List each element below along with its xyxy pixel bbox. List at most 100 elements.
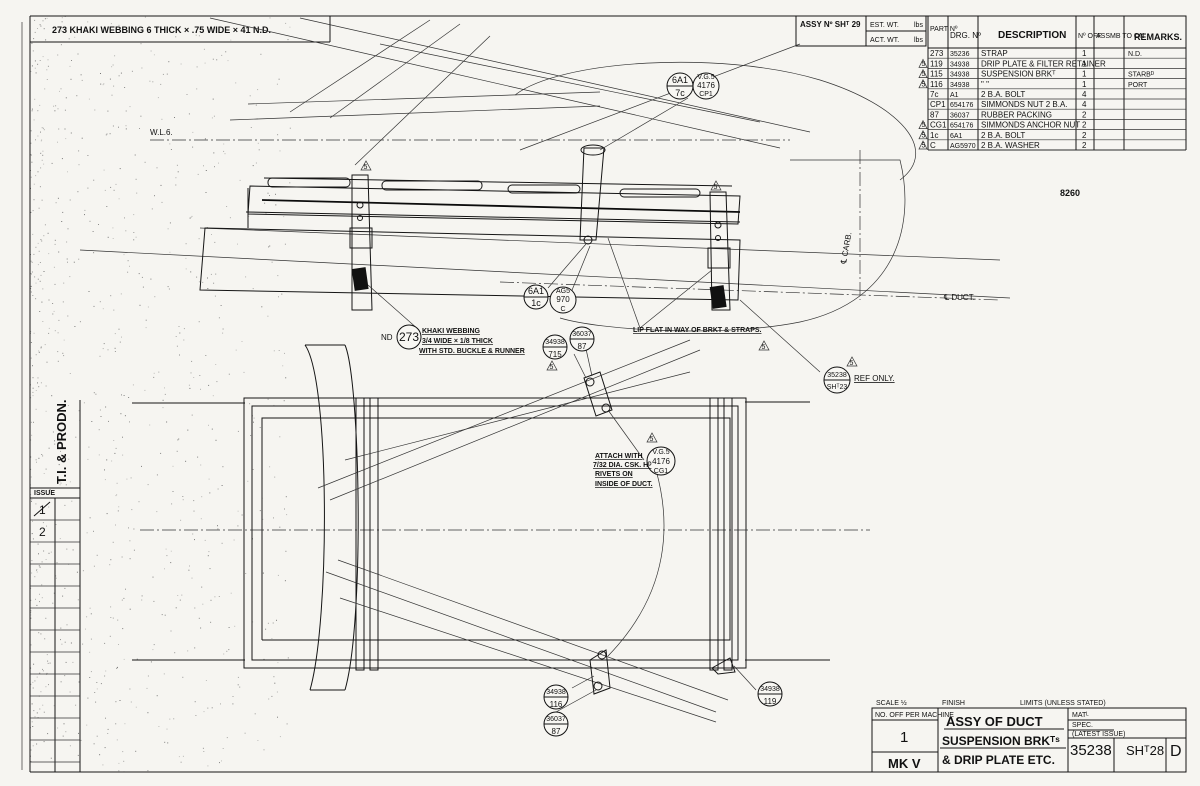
balloon-36037-87-upper: 36037 87: [569, 326, 595, 352]
scan-speckle: [32, 395, 34, 397]
scan-speckle: [72, 549, 74, 551]
scan-speckle: [82, 570, 84, 572]
scan-speckle: [170, 630, 172, 632]
scan-speckle: [36, 743, 38, 745]
scan-speckle: [170, 149, 172, 150]
scan-speckle: [182, 499, 184, 501]
scan-speckle: [222, 328, 224, 330]
scan-speckle: [42, 56, 44, 58]
balloons: 6A1 7c V.G.5 4176 CP1 6A1 1c AG5 970 C 2…: [396, 72, 851, 737]
scan-speckle: [57, 332, 59, 334]
scan-speckle: [228, 627, 230, 628]
scan-speckle: [71, 60, 72, 61]
scan-speckle: [69, 65, 71, 67]
scan-speckle: [30, 285, 32, 287]
scan-speckle: [42, 522, 44, 524]
scan-speckle: [31, 434, 33, 436]
scan-speckle: [232, 703, 234, 705]
scan-speckle: [62, 211, 64, 213]
scan-speckle: [120, 72, 122, 74]
scan-speckle: [67, 171, 68, 173]
scan-speckle: [32, 365, 33, 367]
scan-speckle: [78, 164, 80, 166]
scan-speckle: [211, 234, 212, 235]
scan-speckle: [103, 343, 105, 345]
balloon-ag5-c: AG5 970 C: [549, 286, 577, 314]
scan-speckle: [135, 706, 137, 708]
scan-speckle: [200, 627, 202, 629]
scan-speckle: [212, 98, 214, 100]
scan-speckle: [64, 504, 66, 506]
revision-triangle-icon: [846, 356, 858, 367]
scan-speckle: [45, 410, 47, 412]
table-cell-off: 2: [1082, 131, 1087, 140]
scan-speckle: [202, 747, 204, 749]
scan-speckle: [33, 199, 35, 201]
scan-speckle: [162, 399, 164, 401]
scan-speckle: [285, 550, 287, 552]
scan-speckle: [45, 559, 47, 560]
scan-speckle: [119, 168, 121, 170]
scan-speckle: [65, 731, 67, 733]
table-cell-off: 1: [1082, 70, 1087, 79]
scan-speckle: [88, 291, 90, 292]
scan-speckle: [153, 600, 155, 602]
balloon-8-bottom: CG1: [654, 468, 669, 475]
scan-speckle: [190, 372, 192, 374]
scan-speckle: [117, 619, 119, 621]
revision-triangle-icon: [918, 140, 928, 150]
scan-speckle: [222, 466, 224, 468]
scan-speckle: [55, 577, 57, 579]
scan-speckle: [156, 695, 158, 697]
scan-speckle: [164, 387, 165, 389]
scan-speckle: [199, 375, 201, 376]
scan-speckle: [249, 403, 251, 405]
scan-speckle: [257, 89, 259, 91]
scan-speckle: [175, 32, 177, 34]
scan-speckle: [30, 288, 32, 289]
scan-speckle: [46, 361, 48, 363]
scan-speckle: [38, 250, 40, 252]
scan-speckle: [194, 647, 196, 649]
scan-speckle: [43, 741, 45, 743]
scan-speckle: [34, 19, 36, 21]
table-cell-part: 119: [930, 59, 943, 68]
scan-speckle: [80, 739, 82, 741]
balloon-4-bottom: C: [560, 306, 565, 313]
scan-speckle: [221, 542, 223, 544]
scan-speckle: [87, 155, 89, 156]
table-cell-desc: DRIP PLATE & FILTER RETAINER: [981, 59, 1106, 68]
scan-speckle: [223, 150, 225, 152]
scan-speckle: [112, 125, 114, 127]
scan-speckle: [277, 716, 278, 718]
scan-speckle: [32, 233, 34, 235]
scan-speckle: [58, 319, 60, 321]
scan-speckle: [196, 66, 198, 68]
scan-speckle: [48, 332, 50, 334]
scan-speckle: [112, 617, 114, 619]
scan-speckle: [237, 676, 239, 678]
scan-speckle: [36, 712, 38, 714]
scan-speckle: [247, 480, 249, 482]
scan-speckle: [269, 17, 271, 19]
scan-speckle: [30, 456, 32, 458]
scan-speckle: [54, 110, 56, 112]
scan-speckle: [48, 684, 49, 686]
scan-speckle: [44, 224, 46, 226]
scan-speckle: [255, 162, 257, 164]
scan-speckle: [38, 632, 40, 634]
scan-speckle: [161, 118, 163, 120]
scan-speckle: [35, 598, 36, 600]
balloon-vg5-cp1: V.G.5 4176 CP1: [692, 72, 720, 100]
scan-speckle: [281, 293, 283, 295]
scan-speckle: [96, 682, 98, 683]
issue-1: 1: [39, 503, 46, 517]
scan-speckle: [289, 26, 291, 28]
scan-speckle: [54, 440, 55, 442]
scan-speckle: [124, 415, 126, 417]
scan-speckle: [102, 84, 104, 86]
scan-speckle: [30, 397, 32, 399]
scan-speckle: [150, 661, 152, 663]
scan-speckle: [42, 455, 44, 457]
scan-speckle: [188, 569, 190, 571]
